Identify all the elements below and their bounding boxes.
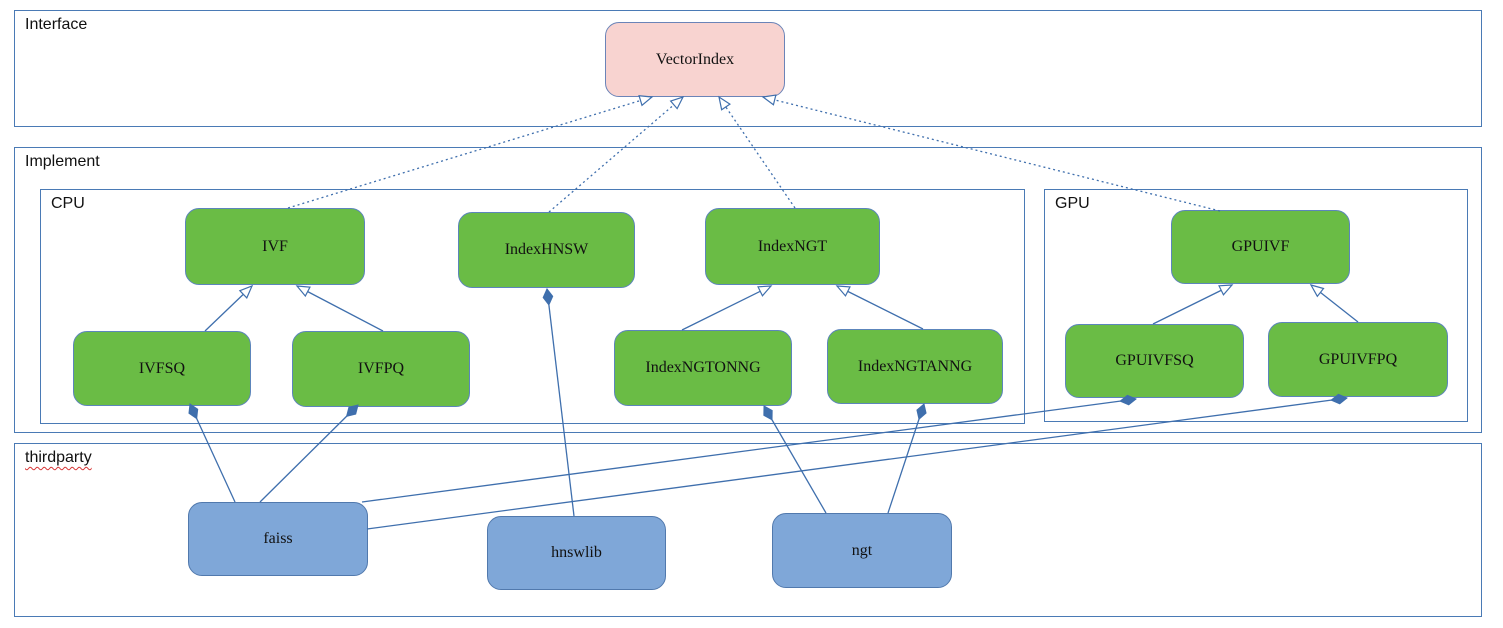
node-label-indexhnsw: IndexHNSW bbox=[504, 241, 589, 258]
node-label-hnswlib: hnswlib bbox=[551, 544, 602, 561]
node-label-faiss: faiss bbox=[263, 530, 293, 547]
node-ivfsq: IVFSQ bbox=[73, 331, 251, 406]
node-label-indexngt: IndexNGT bbox=[757, 237, 828, 255]
node-ngt: ngt bbox=[772, 513, 952, 588]
node-hnswlib: hnswlib bbox=[487, 516, 666, 590]
node-ivf: IVF bbox=[185, 208, 365, 285]
group-label-cpu: CPU bbox=[51, 195, 85, 212]
node-label-gpuivf: GPUIVF bbox=[1231, 238, 1290, 255]
node-gpuivfpq: GPUIVFPQ bbox=[1268, 322, 1448, 397]
group-label-implement: Implement bbox=[25, 153, 100, 170]
node-indexngtonng: IndexNGTONNG bbox=[614, 330, 792, 406]
node-label-indexngtanng: IndexNGTANNG bbox=[857, 357, 973, 375]
node-gpuivf: GPUIVF bbox=[1171, 210, 1350, 284]
node-label-gpuivfpq: GPUIVFPQ bbox=[1318, 350, 1398, 368]
node-label-ivfsq: IVFSQ bbox=[138, 359, 186, 377]
group-label-thirdparty: thirdparty bbox=[25, 449, 92, 466]
node-indexhnsw: IndexHNSW bbox=[458, 212, 635, 288]
node-gpuivfsq: GPUIVFSQ bbox=[1065, 324, 1244, 398]
node-indexngt: IndexNGT bbox=[705, 208, 880, 285]
node-indexngtanng: IndexNGTANNG bbox=[827, 329, 1003, 404]
node-label-gpuivfsq: GPUIVFSQ bbox=[1115, 352, 1194, 369]
node-label-ivfpq: IVFPQ bbox=[357, 360, 405, 377]
node-label-vectorindex: VectorIndex bbox=[655, 50, 735, 68]
node-label-ivf: IVF bbox=[262, 237, 288, 255]
group-label-gpu: GPU bbox=[1055, 195, 1090, 212]
node-vectorindex: VectorIndex bbox=[605, 22, 785, 97]
node-faiss: faiss bbox=[188, 502, 368, 576]
node-label-ngt: ngt bbox=[851, 541, 873, 559]
node-ivfpq: IVFPQ bbox=[292, 331, 470, 407]
node-label-indexngtonng: IndexNGTONNG bbox=[645, 359, 761, 376]
group-label-interface: Interface bbox=[25, 16, 88, 33]
